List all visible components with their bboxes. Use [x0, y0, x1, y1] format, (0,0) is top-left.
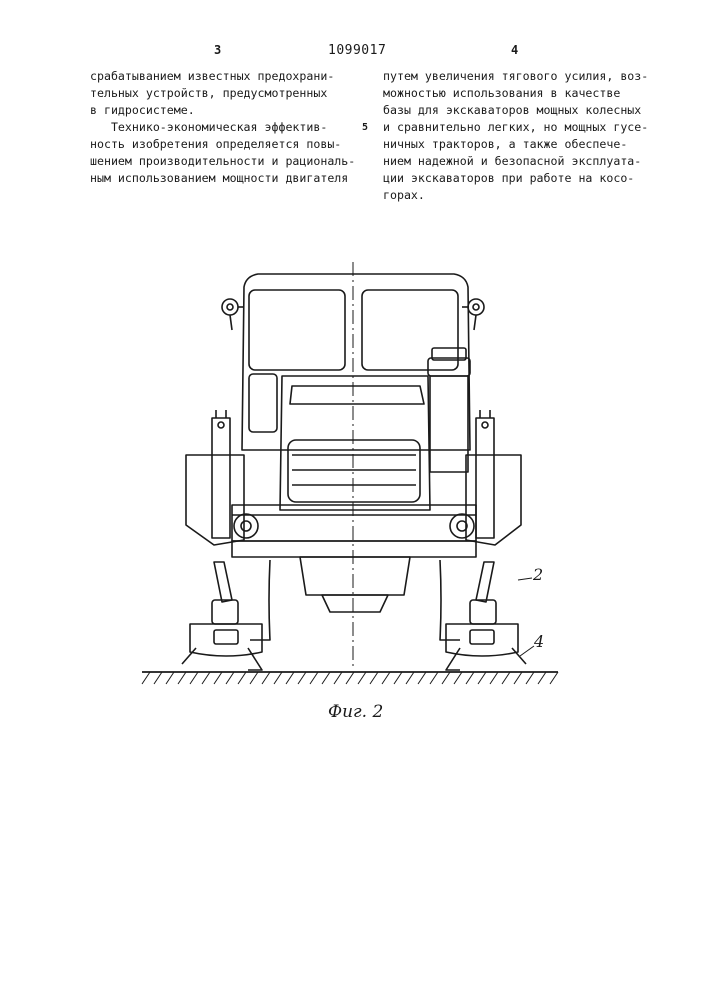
support-leg-right — [476, 562, 494, 602]
mirror-right — [468, 299, 484, 315]
hydraulic-cylinder-right — [476, 418, 494, 538]
mirror-left — [222, 299, 238, 315]
ground-hatching — [142, 672, 558, 684]
figure-caption: Фиг. 2 — [328, 702, 383, 722]
headlight-right — [450, 514, 474, 538]
support-leg-left — [214, 562, 232, 602]
side-window-left — [249, 374, 277, 432]
leader-2 — [518, 578, 532, 580]
callout-label-2: 2 — [533, 565, 543, 584]
cab-window-left — [249, 290, 345, 370]
callout-label-4: 4 — [534, 632, 544, 651]
hydraulic-cylinder-left — [212, 418, 230, 538]
headlight-left — [234, 514, 258, 538]
front-axle — [300, 557, 410, 595]
leader-4 — [520, 646, 534, 656]
engine-hood — [280, 376, 430, 510]
